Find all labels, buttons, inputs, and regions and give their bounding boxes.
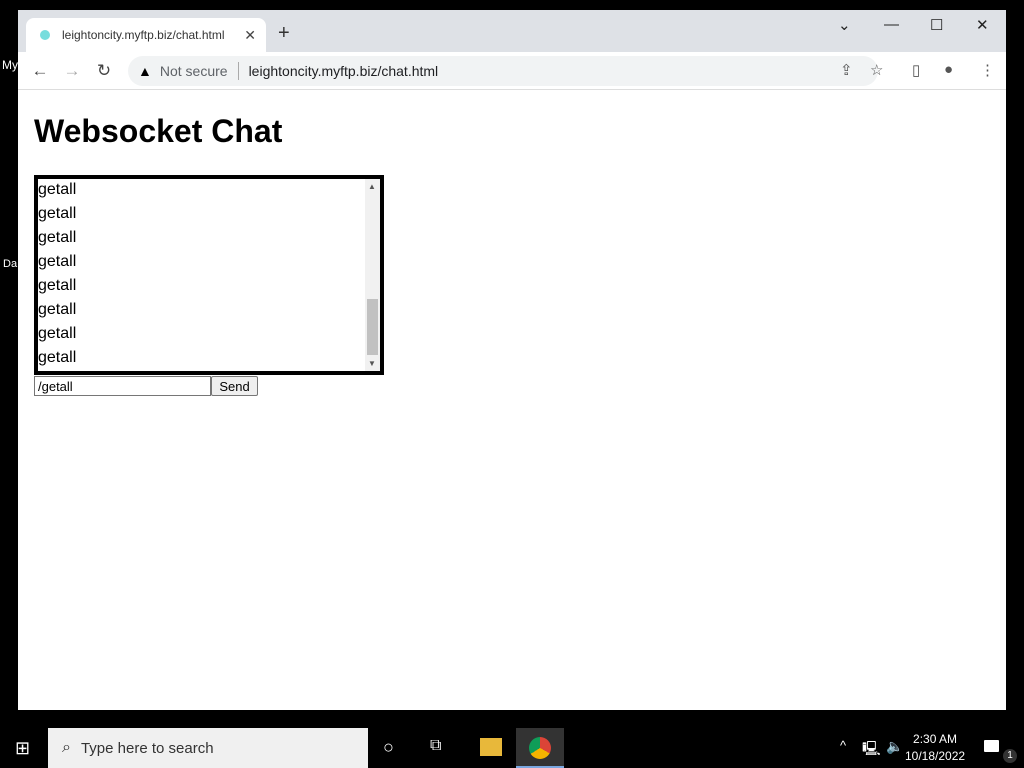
divider <box>237 62 239 80</box>
chrome-icon <box>529 737 551 759</box>
windows-start-icon[interactable]: ⊞ <box>15 738 31 758</box>
minimize-icon[interactable]: — <box>884 16 899 33</box>
chrome-taskbar-button[interactable] <box>516 728 564 768</box>
message-list: getall getall getall getall getall getal… <box>38 179 380 371</box>
search-icon: ⌕ <box>62 739 71 756</box>
tab-strip: leightoncity.myftp.biz/chat.html ✕ + ⌄ —… <box>18 10 1006 52</box>
maximize-icon[interactable]: ☐ <box>930 17 944 34</box>
forward-icon[interactable]: → <box>63 60 81 80</box>
message-input[interactable] <box>34 376 211 396</box>
toolbar: ← → ↻ ▲ Not secure leightoncity.myftp.bi… <box>18 52 1006 90</box>
tab-search-icon[interactable]: ⌄ <box>838 17 851 34</box>
side-panel-icon[interactable]: ▯ <box>912 62 921 79</box>
close-window-icon[interactable]: ✕ <box>976 17 989 34</box>
chat-message: getall <box>38 181 77 198</box>
back-icon[interactable]: ← <box>31 60 49 80</box>
show-hidden-icons-icon[interactable]: ^ <box>840 738 847 753</box>
bookmark-star-icon[interactable]: ☆ <box>870 62 884 79</box>
favicon-icon <box>40 30 50 40</box>
close-tab-icon[interactable]: ✕ <box>244 26 256 43</box>
search-placeholder: Type here to search <box>80 739 214 757</box>
taskbar: ⊞ ⌕ Type here to search ○ ⧉ ^ 🖳 🔈 2:30 A… <box>0 728 1024 768</box>
browser-tab[interactable]: leightoncity.myftp.biz/chat.html ✕ <box>26 18 266 52</box>
url-text[interactable]: leightoncity.myftp.biz/chat.html <box>248 63 439 79</box>
scroll-up-icon[interactable]: ▲ <box>368 182 376 191</box>
notification-icon[interactable] <box>984 740 999 752</box>
chat-message: getall <box>38 349 77 366</box>
network-icon[interactable]: 🖳 <box>862 740 881 756</box>
clock-date: 10/18/2022 <box>905 749 966 763</box>
profile-avatar-icon[interactable]: ● <box>944 61 954 78</box>
taskbar-search[interactable]: ⌕ Type here to search <box>48 728 368 768</box>
scrollbar[interactable]: ▲ ▼ <box>365 179 380 371</box>
tab-title: leightoncity.myftp.biz/chat.html <box>62 28 225 42</box>
browser-window: leightoncity.myftp.biz/chat.html ✕ + ⌄ —… <box>18 10 1006 710</box>
security-label[interactable]: Not secure <box>159 63 228 79</box>
notification-badge: 1 <box>1003 749 1017 763</box>
task-view-icon[interactable]: ⧉ <box>430 737 442 754</box>
clock-time: 2:30 AM <box>913 732 958 746</box>
menu-icon[interactable]: ⋮ <box>980 62 995 79</box>
page-title: Websocket Chat <box>34 113 283 149</box>
address-bar[interactable]: ▲ Not secure leightoncity.myftp.biz/chat… <box>128 56 883 86</box>
scrollbar-thumb[interactable] <box>367 299 378 355</box>
cortana-icon[interactable]: ○ <box>383 737 394 757</box>
chat-message: getall <box>38 325 77 342</box>
desktop-icon-label[interactable]: My <box>2 58 18 72</box>
clock[interactable]: 2:30 AM 10/18/2022 <box>905 731 965 765</box>
chat-message: getall <box>38 229 77 246</box>
new-tab-icon[interactable]: + <box>278 22 290 44</box>
scroll-down-icon[interactable]: ▼ <box>368 359 376 368</box>
reload-icon[interactable]: ↻ <box>96 60 112 80</box>
chat-log[interactable]: getall getall getall getall getall getal… <box>34 175 384 375</box>
chat-message: getall <box>38 253 77 270</box>
share-icon[interactable]: ⇪ <box>840 62 853 79</box>
send-button[interactable]: Send <box>211 376 258 396</box>
desktop-icon-label[interactable]: Da <box>3 258 18 270</box>
chat-message: getall <box>38 205 77 222</box>
warning-icon: ▲ <box>138 63 152 79</box>
volume-icon[interactable]: 🔈 <box>886 738 904 754</box>
chat-message: getall <box>38 301 77 318</box>
chat-message: getall <box>38 277 77 294</box>
file-explorer-icon[interactable] <box>480 738 502 756</box>
